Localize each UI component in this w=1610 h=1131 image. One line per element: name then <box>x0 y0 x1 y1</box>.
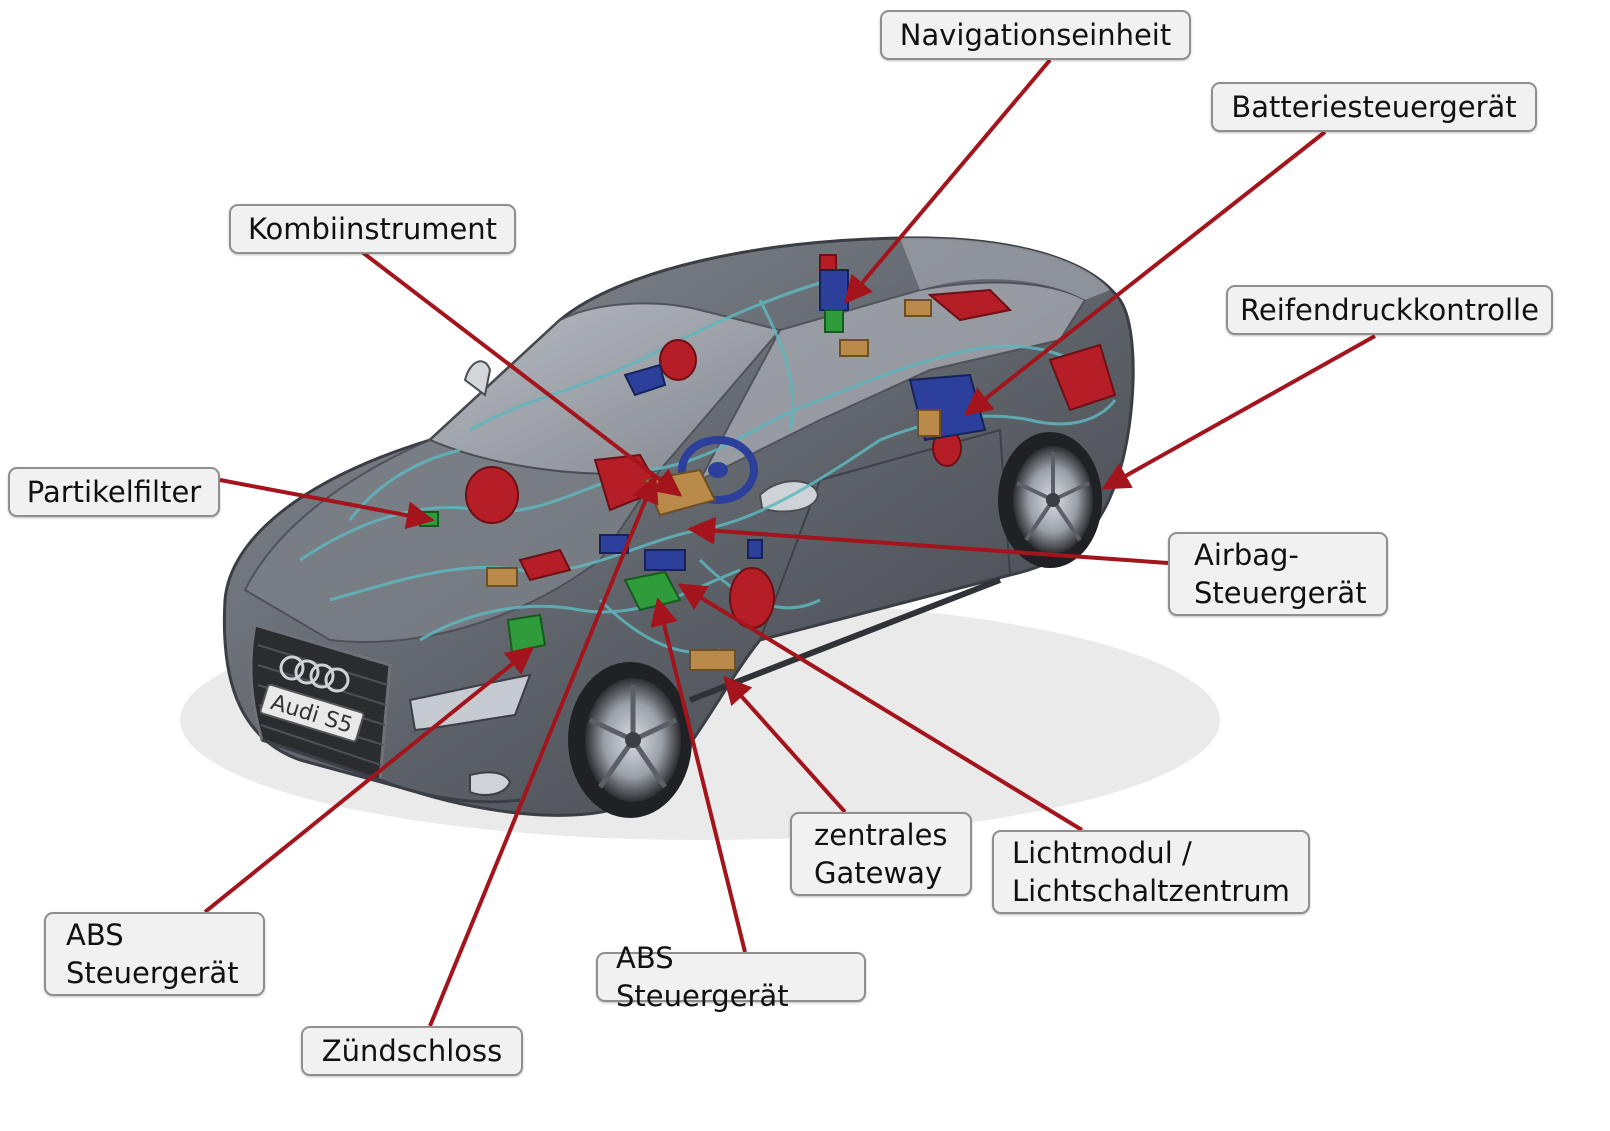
label-navigationseinheit: Navigationseinheit <box>880 10 1191 60</box>
label-zentrales-gateway: zentrales Gateway <box>790 812 972 896</box>
label-airbag-steuergeraet: Airbag- Steuergerät <box>1168 532 1388 616</box>
front-wheel <box>568 662 692 818</box>
label-batteriesteuergeraet: Batteriesteuergerät <box>1211 82 1537 132</box>
label-reifendruckkontrolle: Reifendruckkontrolle <box>1226 285 1553 335</box>
label-partikelfilter: Partikelfilter <box>8 467 220 517</box>
label-lichtmodul: Lichtmodul / Lichtschaltzentrum <box>992 830 1310 914</box>
left-mirror <box>465 361 490 395</box>
arrow-reifendruckkontrolle <box>1104 336 1375 488</box>
label-zuendschloss: Zündschloss <box>301 1026 523 1076</box>
rear-wheel <box>998 432 1102 568</box>
label-kombiinstrument: Kombiinstrument <box>229 204 516 254</box>
label-abs-steuergeraet-bottom: ABS Steuergerät <box>596 952 866 1002</box>
label-abs-steuergeraet-left: ABS Steuergerät <box>44 912 265 996</box>
